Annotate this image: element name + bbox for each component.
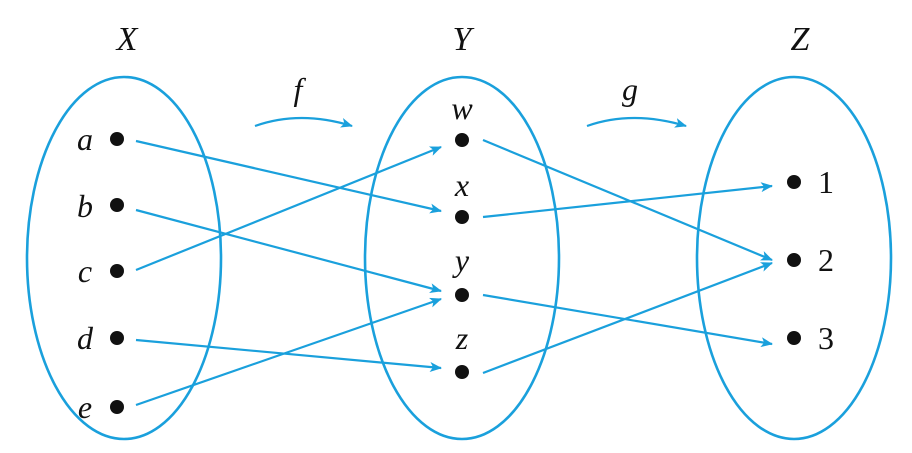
arrow-z-to-2: [482, 261, 773, 375]
set-z-ellipse: [695, 75, 893, 441]
element-dot-a: [110, 132, 124, 146]
element-dot-w: [455, 133, 469, 147]
element-dot-1: [787, 175, 801, 189]
element-label-w: w: [451, 90, 473, 126]
element-label-c: c: [78, 253, 92, 289]
set-label-x: X: [115, 21, 139, 58]
element-dot-2: [787, 253, 801, 267]
element-label-b: b: [77, 188, 93, 224]
element-dot-x: [455, 210, 469, 224]
element-label-e: e: [78, 389, 92, 425]
element-label-y: y: [452, 242, 470, 278]
arrow-b-to-y: [135, 208, 442, 294]
set-x-ellipse: [25, 75, 223, 441]
element-label-a: a: [77, 121, 93, 157]
arrow-d-to-z: [135, 338, 442, 372]
element-label-x: x: [454, 167, 469, 203]
map-label-f: f: [294, 71, 307, 107]
map-label-g: g: [622, 71, 638, 107]
arrow-w-to-2: [482, 138, 773, 262]
set-y-ellipse: [363, 75, 561, 441]
arrow-c-to-w: [135, 145, 442, 272]
element-dot-c: [110, 264, 124, 278]
map-g-curved-arrow: [586, 116, 687, 128]
element-dot-e: [110, 400, 124, 414]
arrow-y-to-3: [482, 293, 773, 348]
element-label-1: 1: [818, 164, 834, 200]
arrow-e-to-y: [135, 297, 442, 407]
arrow-a-to-x: [135, 139, 442, 214]
element-dot-y: [455, 288, 469, 302]
set-label-y: Y: [453, 21, 475, 58]
element-label-d: d: [77, 320, 94, 356]
element-label-3: 3: [818, 320, 834, 356]
arrow-x-to-1: [482, 182, 773, 219]
element-label-2: 2: [818, 242, 834, 278]
element-dot-z: [455, 365, 469, 379]
element-dot-b: [110, 198, 124, 212]
set-label-z: Z: [791, 21, 811, 58]
element-dot-d: [110, 331, 124, 345]
element-label-z: z: [455, 320, 469, 356]
map-f-curved-arrow: [254, 116, 353, 128]
element-dot-3: [787, 331, 801, 345]
